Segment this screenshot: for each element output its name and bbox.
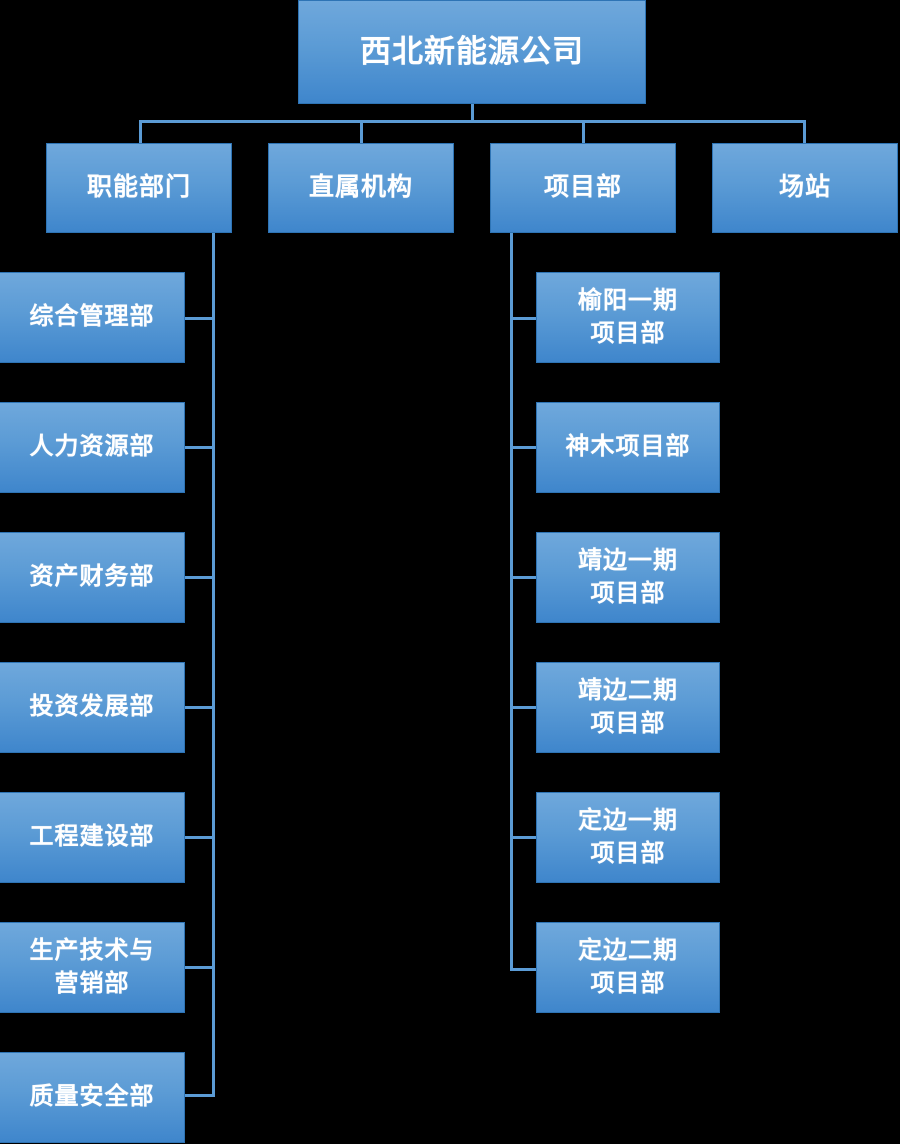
node-stations-label: 场站 (778, 174, 831, 202)
connector-stub-project-3 (510, 706, 540, 709)
connector-drop-level2-1 (360, 120, 363, 143)
node-stations[interactable]: 场站 (712, 143, 898, 233)
connector-stub-project-4 (510, 836, 540, 839)
node-project-2-label: 靖边一期 项目部 (578, 548, 678, 607)
node-project-departments-label: 项目部 (543, 174, 622, 202)
connector-stub-department-6 (185, 1094, 215, 1097)
connector-root-drop (471, 104, 474, 122)
connector-stub-project-2 (510, 576, 540, 579)
node-project-2[interactable]: 靖边一期 项目部 (536, 532, 720, 623)
node-department-5[interactable]: 生产技术与 营销部 (0, 922, 185, 1013)
connector-drop-level2-2 (582, 120, 585, 143)
node-department-1[interactable]: 人力资源部 (0, 402, 185, 493)
connector-stub-department-1 (185, 446, 215, 449)
node-department-1-label: 人力资源部 (29, 434, 155, 461)
node-department-5-label: 生产技术与 营销部 (29, 938, 155, 997)
node-project-5[interactable]: 定边二期 项目部 (536, 922, 720, 1013)
node-direct-organizations[interactable]: 直属机构 (268, 143, 454, 233)
node-direct-organizations-label: 直属机构 (308, 174, 413, 202)
connector-level2-bus (139, 120, 806, 123)
node-project-3-label: 靖边二期 项目部 (578, 678, 678, 737)
connector-stub-department-4 (185, 836, 215, 839)
node-department-4-label: 工程建设部 (29, 824, 155, 851)
connector-stub-project-5 (510, 968, 540, 971)
node-project-4-label: 定边一期 项目部 (578, 808, 678, 867)
node-root[interactable]: 西北新能源公司 (298, 0, 646, 104)
node-department-4[interactable]: 工程建设部 (0, 792, 185, 883)
connector-trunk-projects (510, 233, 513, 971)
node-functional-departments[interactable]: 职能部门 (46, 143, 232, 233)
node-project-3[interactable]: 靖边二期 项目部 (536, 662, 720, 753)
connector-trunk-functional (212, 233, 215, 1097)
node-department-6-label: 质量安全部 (29, 1084, 155, 1111)
node-department-3[interactable]: 投资发展部 (0, 662, 185, 753)
connector-stub-project-1 (510, 446, 540, 449)
node-department-0-label: 综合管理部 (29, 304, 155, 331)
node-project-4[interactable]: 定边一期 项目部 (536, 792, 720, 883)
node-department-3-label: 投资发展部 (29, 694, 155, 721)
node-project-0-label: 榆阳一期 项目部 (578, 288, 678, 347)
node-root-label: 西北新能源公司 (360, 34, 584, 70)
node-department-2[interactable]: 资产财务部 (0, 532, 185, 623)
connector-drop-level2-3 (803, 120, 806, 143)
node-project-5-label: 定边二期 项目部 (578, 938, 678, 997)
node-project-1[interactable]: 神木项目部 (536, 402, 720, 493)
node-department-2-label: 资产财务部 (29, 564, 155, 591)
connector-stub-department-0 (185, 317, 215, 320)
connector-stub-department-5 (185, 966, 215, 969)
node-department-6[interactable]: 质量安全部 (0, 1052, 185, 1143)
node-project-0[interactable]: 榆阳一期 项目部 (536, 272, 720, 363)
node-functional-departments-label: 职能部门 (86, 174, 191, 202)
node-project-1-label: 神木项目部 (565, 434, 691, 461)
node-department-0[interactable]: 综合管理部 (0, 272, 185, 363)
connector-drop-level2-0 (139, 120, 142, 143)
connector-stub-project-0 (510, 317, 540, 320)
connector-stub-department-3 (185, 706, 215, 709)
connector-stub-department-2 (185, 576, 215, 579)
node-project-departments[interactable]: 项目部 (490, 143, 676, 233)
